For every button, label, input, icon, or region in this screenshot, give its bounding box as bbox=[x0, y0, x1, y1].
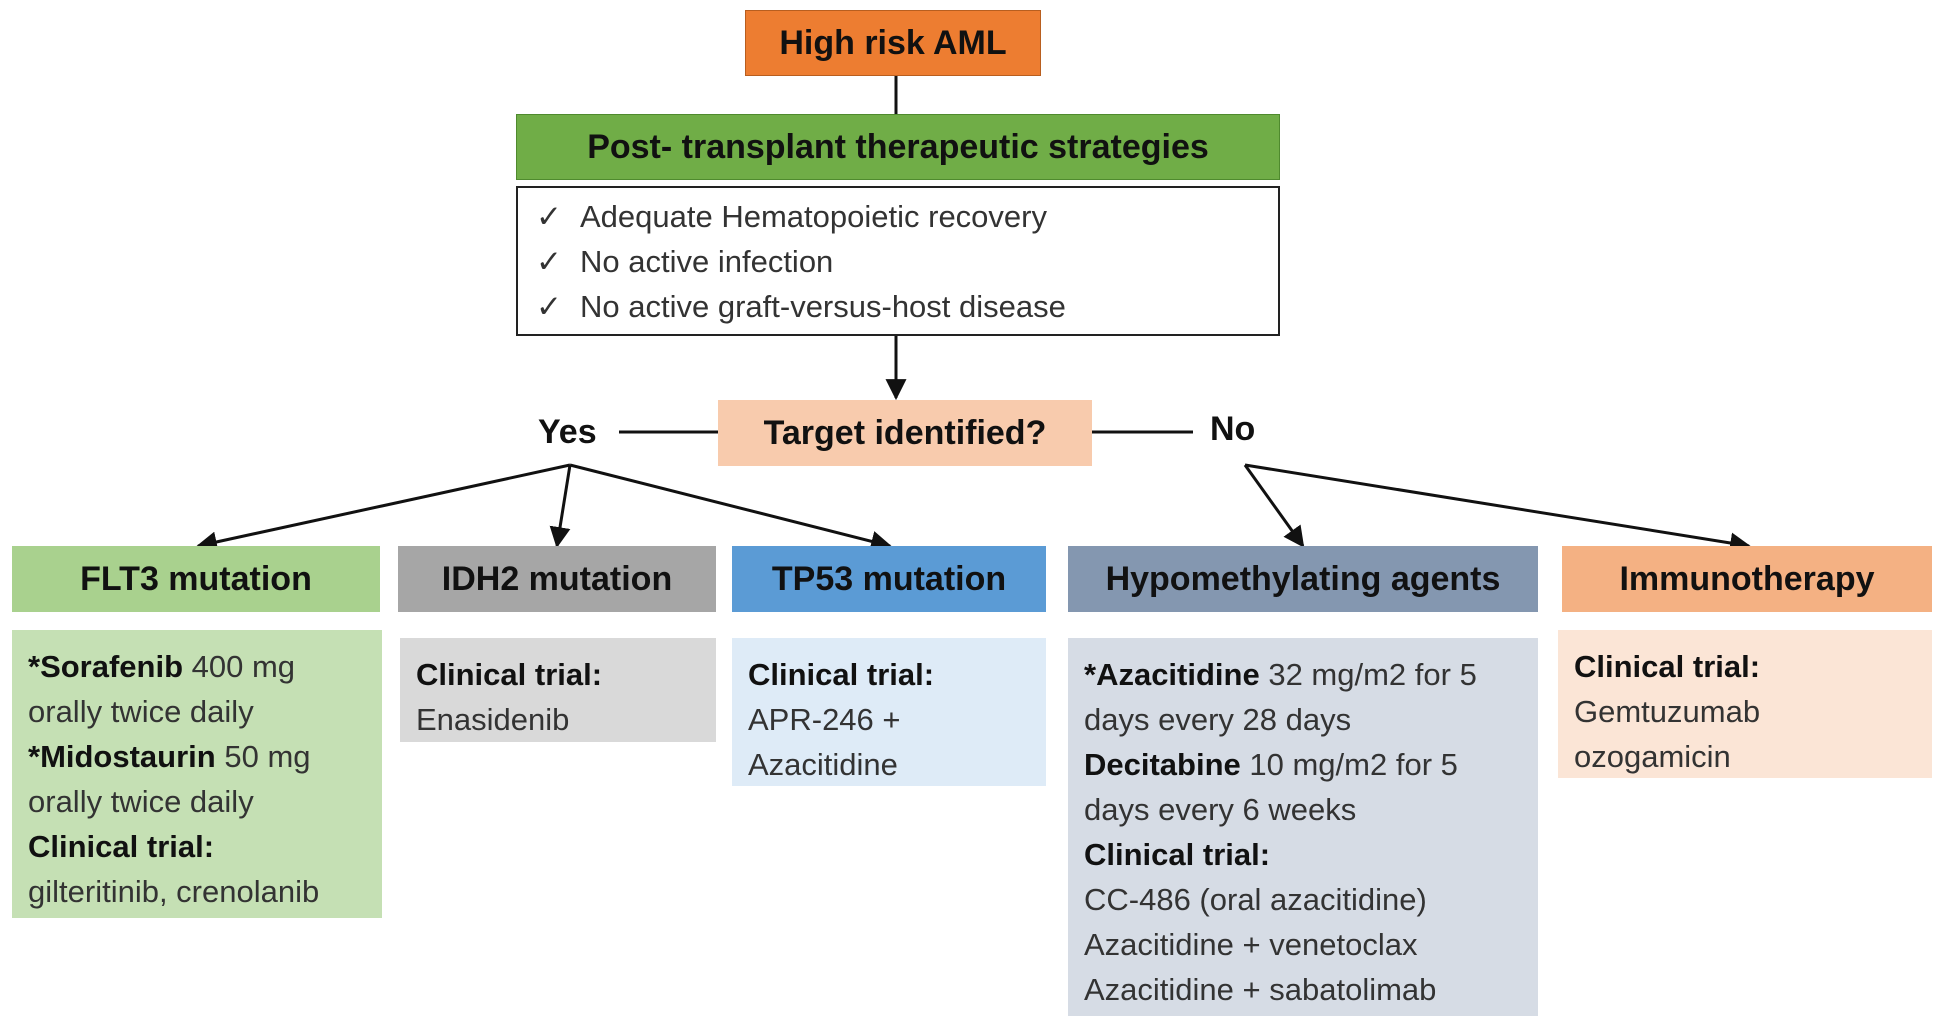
treatment-line: *Azacitidine 32 mg/m2 for 5 bbox=[1084, 652, 1522, 697]
treatment-line: CC-486 (oral azacitidine) bbox=[1084, 877, 1522, 922]
treatment-line-text: CC-486 (oral azacitidine) bbox=[1084, 882, 1427, 917]
treatment-line-text: Azacitidine bbox=[748, 747, 898, 782]
tp53-treatment-box: Clinical trial: APR-246 + Azacitidine bbox=[732, 638, 1046, 786]
hma-treatment-box: *Azacitidine 32 mg/m2 for 5 days every 28… bbox=[1068, 638, 1538, 1016]
treatment-line: Azacitidine + venetoclax bbox=[1084, 922, 1522, 967]
decision-label: Target identified? bbox=[763, 413, 1047, 452]
treatment-line: Clinical trial: bbox=[28, 824, 366, 869]
yes-label: Yes bbox=[538, 413, 597, 451]
hma-title: Hypomethylating agents bbox=[1105, 559, 1501, 598]
treatment-line: APR-246 + bbox=[748, 697, 1030, 742]
checklist-item: ✓Adequate Hematopoietic recovery bbox=[536, 194, 1260, 239]
treatment-line-bold: Clinical trial: bbox=[28, 829, 215, 864]
treatment-line: days every 6 weeks bbox=[1084, 787, 1522, 832]
treatment-line-text: 50 mg bbox=[215, 739, 311, 774]
treatment-line: Clinical trial: bbox=[416, 652, 700, 697]
check-mark-icon: ✓ bbox=[536, 289, 562, 324]
treatment-line-text: Azacitidine + venetoclax bbox=[1084, 927, 1418, 962]
checklist-item: ✓No active graft-versus-host disease bbox=[536, 284, 1260, 329]
idh2-title: IDH2 mutation bbox=[441, 559, 673, 598]
treatment-line-text: orally twice daily bbox=[28, 784, 254, 819]
check-mark-icon: ✓ bbox=[536, 199, 562, 234]
immuno-title: Immunotherapy bbox=[1619, 559, 1875, 598]
immuno-header: Immunotherapy bbox=[1562, 546, 1932, 612]
check-mark-icon: ✓ bbox=[536, 244, 562, 279]
idh2-treatment-box: Clinical trial: Enasidenib bbox=[400, 638, 716, 742]
tp53-title: TP53 mutation bbox=[771, 559, 1007, 598]
treatment-line: Enasidenib bbox=[416, 697, 700, 742]
treatment-line: Gemtuzumab bbox=[1574, 689, 1916, 734]
treatment-line: ozogamicin bbox=[1574, 734, 1916, 779]
treatment-line: Azacitidine + sabatolimab bbox=[1084, 967, 1522, 1012]
treatment-line-text: days every 28 days bbox=[1084, 702, 1352, 737]
treatment-line-bold: *Midostaurin bbox=[28, 739, 216, 774]
treatment-line-bold: *Azacitidine bbox=[1084, 657, 1260, 692]
treatment-line: *Midostaurin 50 mg bbox=[28, 734, 366, 779]
treatment-line: *Sorafenib 400 mg bbox=[28, 644, 366, 689]
treatment-line-text: Enasidenib bbox=[416, 702, 570, 737]
treatment-line-text: Azacitidine + sabatolimab bbox=[1084, 972, 1437, 1007]
treatment-line: Clinical trial: bbox=[1084, 832, 1522, 877]
treatment-line-bold: Clinical trial: bbox=[1574, 649, 1761, 684]
no-label: No bbox=[1210, 410, 1256, 448]
treatment-line-text: ozogamicin bbox=[1574, 739, 1731, 774]
treatment-line-bold: Clinical trial: bbox=[1084, 837, 1271, 872]
no-to-hma-arrow bbox=[1243, 464, 1305, 548]
yes-to-flt3-arrow bbox=[195, 463, 571, 553]
yes-to-tp53-arrow bbox=[569, 463, 893, 552]
strategy-checklist: ✓Adequate Hematopoietic recovery ✓No act… bbox=[516, 186, 1280, 336]
treatment-line: orally twice daily bbox=[28, 689, 366, 734]
root-label: High risk AML bbox=[779, 23, 1007, 62]
treatment-line-bold: Clinical trial: bbox=[748, 657, 935, 692]
strategy-header: Post- transplant therapeutic strategies bbox=[516, 114, 1280, 180]
treatment-line-text: 400 mg bbox=[183, 649, 296, 684]
treatment-line: Clinical trial: bbox=[748, 652, 1030, 697]
treatment-line-text: orally twice daily bbox=[28, 694, 254, 729]
yes-to-idh2-arrow bbox=[549, 464, 572, 549]
treatment-line: Decitabine 10 mg/m2 for 5 bbox=[1084, 742, 1522, 787]
flt3-header: FLT3 mutation bbox=[12, 546, 380, 612]
treatment-line-text: 10 mg/m2 for 5 bbox=[1240, 747, 1458, 782]
decision-node: Target identified? bbox=[718, 400, 1092, 466]
flt3-treatment-box: *Sorafenib 400 mg orally twice daily *Mido… bbox=[12, 630, 382, 918]
treatment-line: gilteritinib, crenolanib bbox=[28, 869, 366, 914]
treatment-line-bold: Clinical trial: bbox=[416, 657, 603, 692]
treatment-line: Azacitidine bbox=[748, 742, 1030, 787]
idh2-header: IDH2 mutation bbox=[398, 546, 716, 612]
hma-header: Hypomethylating agents bbox=[1068, 546, 1538, 612]
treatment-line-bold: Decitabine bbox=[1084, 747, 1241, 782]
root-node: High risk AML bbox=[745, 10, 1041, 76]
treatment-line-text: 32 mg/m2 for 5 bbox=[1259, 657, 1477, 692]
tp53-header: TP53 mutation bbox=[732, 546, 1046, 612]
treatment-line-text: APR-246 + bbox=[748, 702, 901, 737]
treatment-line-text: days every 6 weeks bbox=[1084, 792, 1357, 827]
treatment-line: Clinical trial: bbox=[1574, 644, 1916, 689]
flt3-title: FLT3 mutation bbox=[80, 559, 312, 598]
no-to-immuno-arrow bbox=[1244, 463, 1752, 554]
checklist-item: ✓No active infection bbox=[536, 239, 1260, 284]
treatment-line-bold: *Sorafenib bbox=[28, 649, 184, 684]
treatment-line-text: Gemtuzumab bbox=[1574, 694, 1761, 729]
treatment-line: orally twice daily bbox=[28, 779, 366, 824]
immuno-treatment-box: Clinical trial: Gemtuzumab ozogamicin bbox=[1558, 630, 1932, 778]
treatment-line: days every 28 days bbox=[1084, 697, 1522, 742]
strategy-title: Post- transplant therapeutic strategies bbox=[587, 127, 1209, 166]
treatment-line-text: gilteritinib, crenolanib bbox=[28, 874, 320, 909]
